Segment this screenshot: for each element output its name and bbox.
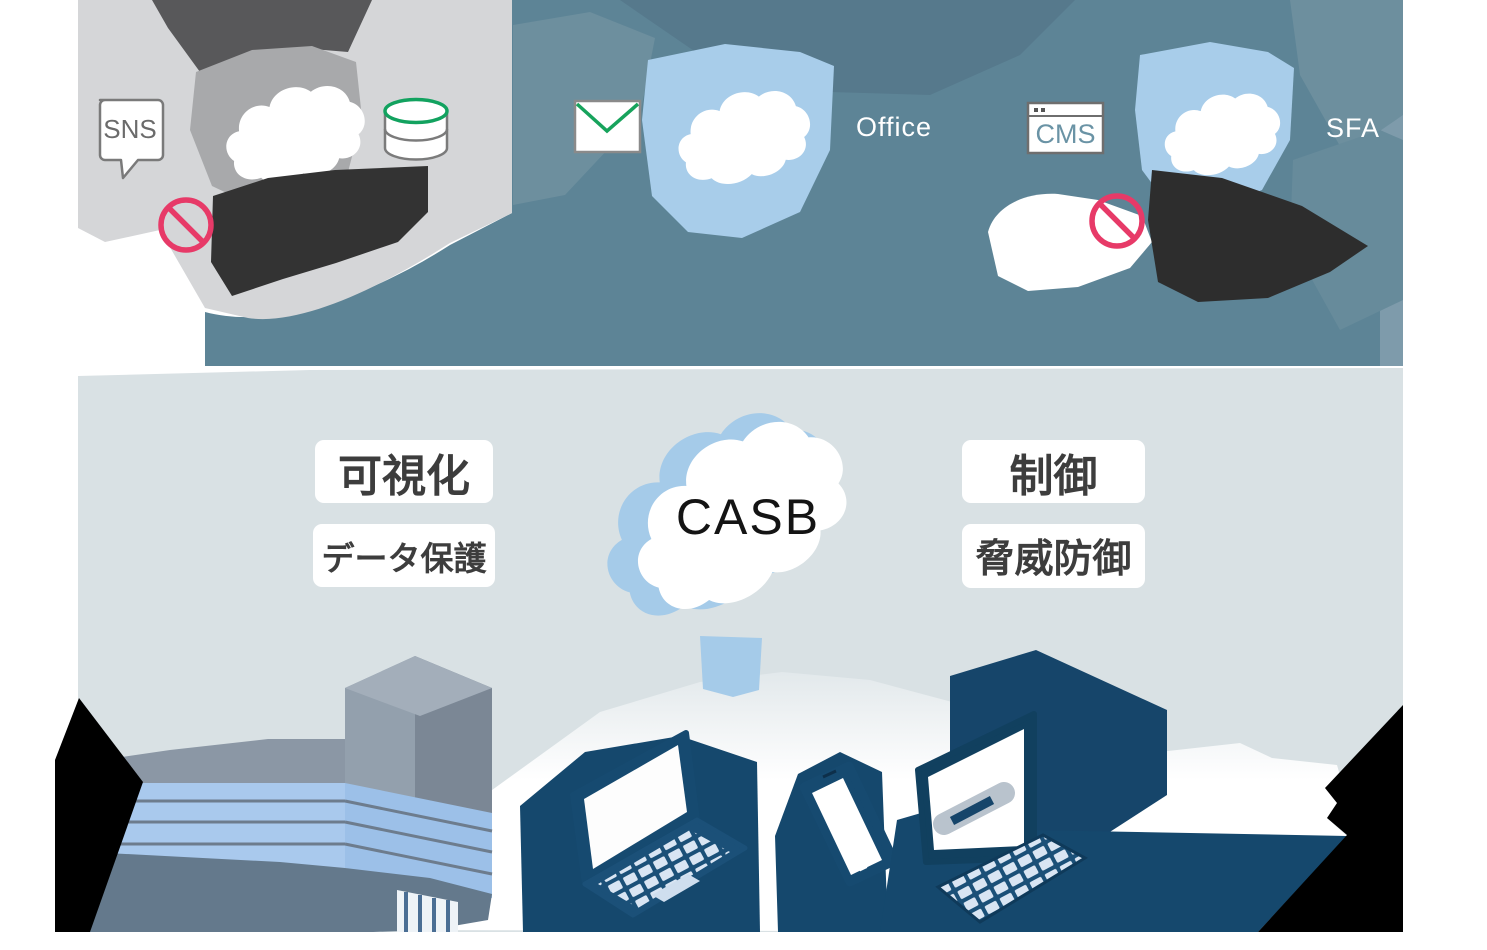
teal-light-blob xyxy=(1290,0,1403,155)
capability-control: 制御 xyxy=(962,440,1145,503)
prohibition-icon xyxy=(1089,193,1145,249)
client-environment xyxy=(55,636,1403,932)
blocked-service-right xyxy=(988,42,1368,302)
cms-browser-icon xyxy=(1026,101,1105,155)
blocked-service-left xyxy=(78,0,512,320)
black-shadow-blob xyxy=(1148,170,1368,302)
dark-gray-blob xyxy=(152,0,372,85)
casb-cloud-stem xyxy=(700,636,762,697)
smartphone-icon xyxy=(775,752,899,932)
allowed-service-mail xyxy=(573,44,834,238)
sns-speech-bubble-icon xyxy=(98,98,165,180)
capability-data-protection: データ保護 xyxy=(313,524,495,587)
black-shadow-right xyxy=(1258,705,1403,932)
database-icon xyxy=(383,97,449,161)
prohibition-icon xyxy=(158,197,214,253)
keyboard xyxy=(935,833,1088,924)
teal-light-blob xyxy=(1290,130,1403,330)
charcoal-shadow-blob xyxy=(211,166,428,296)
building-entrance xyxy=(397,890,458,932)
teal-dark-blob xyxy=(620,0,1075,95)
laptop-icon xyxy=(520,730,760,932)
capability-threat-defense: 脅威防御 xyxy=(962,524,1145,588)
capability-visibility: 可視化 xyxy=(315,440,493,503)
envelope-icon xyxy=(573,99,642,154)
building-base xyxy=(88,852,492,932)
desktop-computer-icon xyxy=(880,650,1347,932)
office-building-icon xyxy=(88,656,493,932)
black-shadow-left xyxy=(55,698,143,932)
